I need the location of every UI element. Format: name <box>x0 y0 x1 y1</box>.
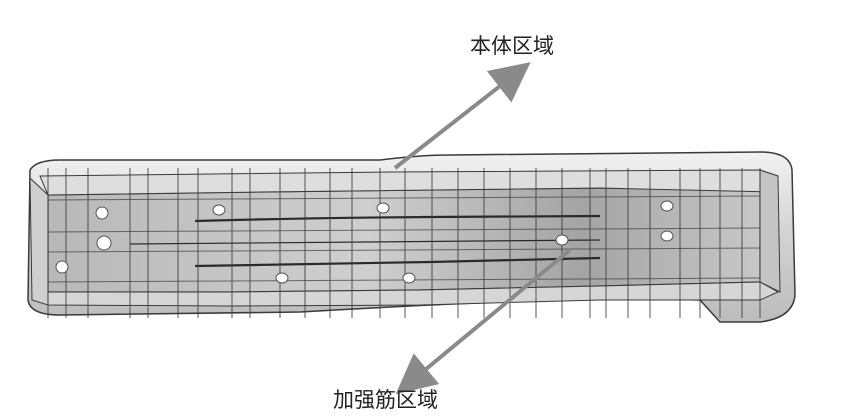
body-region-label: 本体区域 <box>470 34 554 58</box>
hole <box>55 260 69 274</box>
hole <box>660 200 674 212</box>
reinforcement-ribs <box>129 214 601 268</box>
hole <box>96 235 112 251</box>
rib-region-label: 加强筋区域 <box>333 388 438 412</box>
hole <box>402 272 416 284</box>
rib-region-arrow <box>395 248 572 395</box>
part-right-end-wall <box>759 169 781 293</box>
part-left-end-wall <box>29 176 49 306</box>
part-lower-wall <box>47 281 780 307</box>
hole <box>660 230 674 242</box>
mesh-grid <box>47 168 761 318</box>
hole <box>95 206 109 220</box>
hole <box>376 202 390 214</box>
hole <box>555 234 569 246</box>
mounting-holes <box>55 200 674 284</box>
hole <box>212 204 226 216</box>
hole <box>275 272 289 284</box>
body-region-arrow <box>393 62 531 170</box>
